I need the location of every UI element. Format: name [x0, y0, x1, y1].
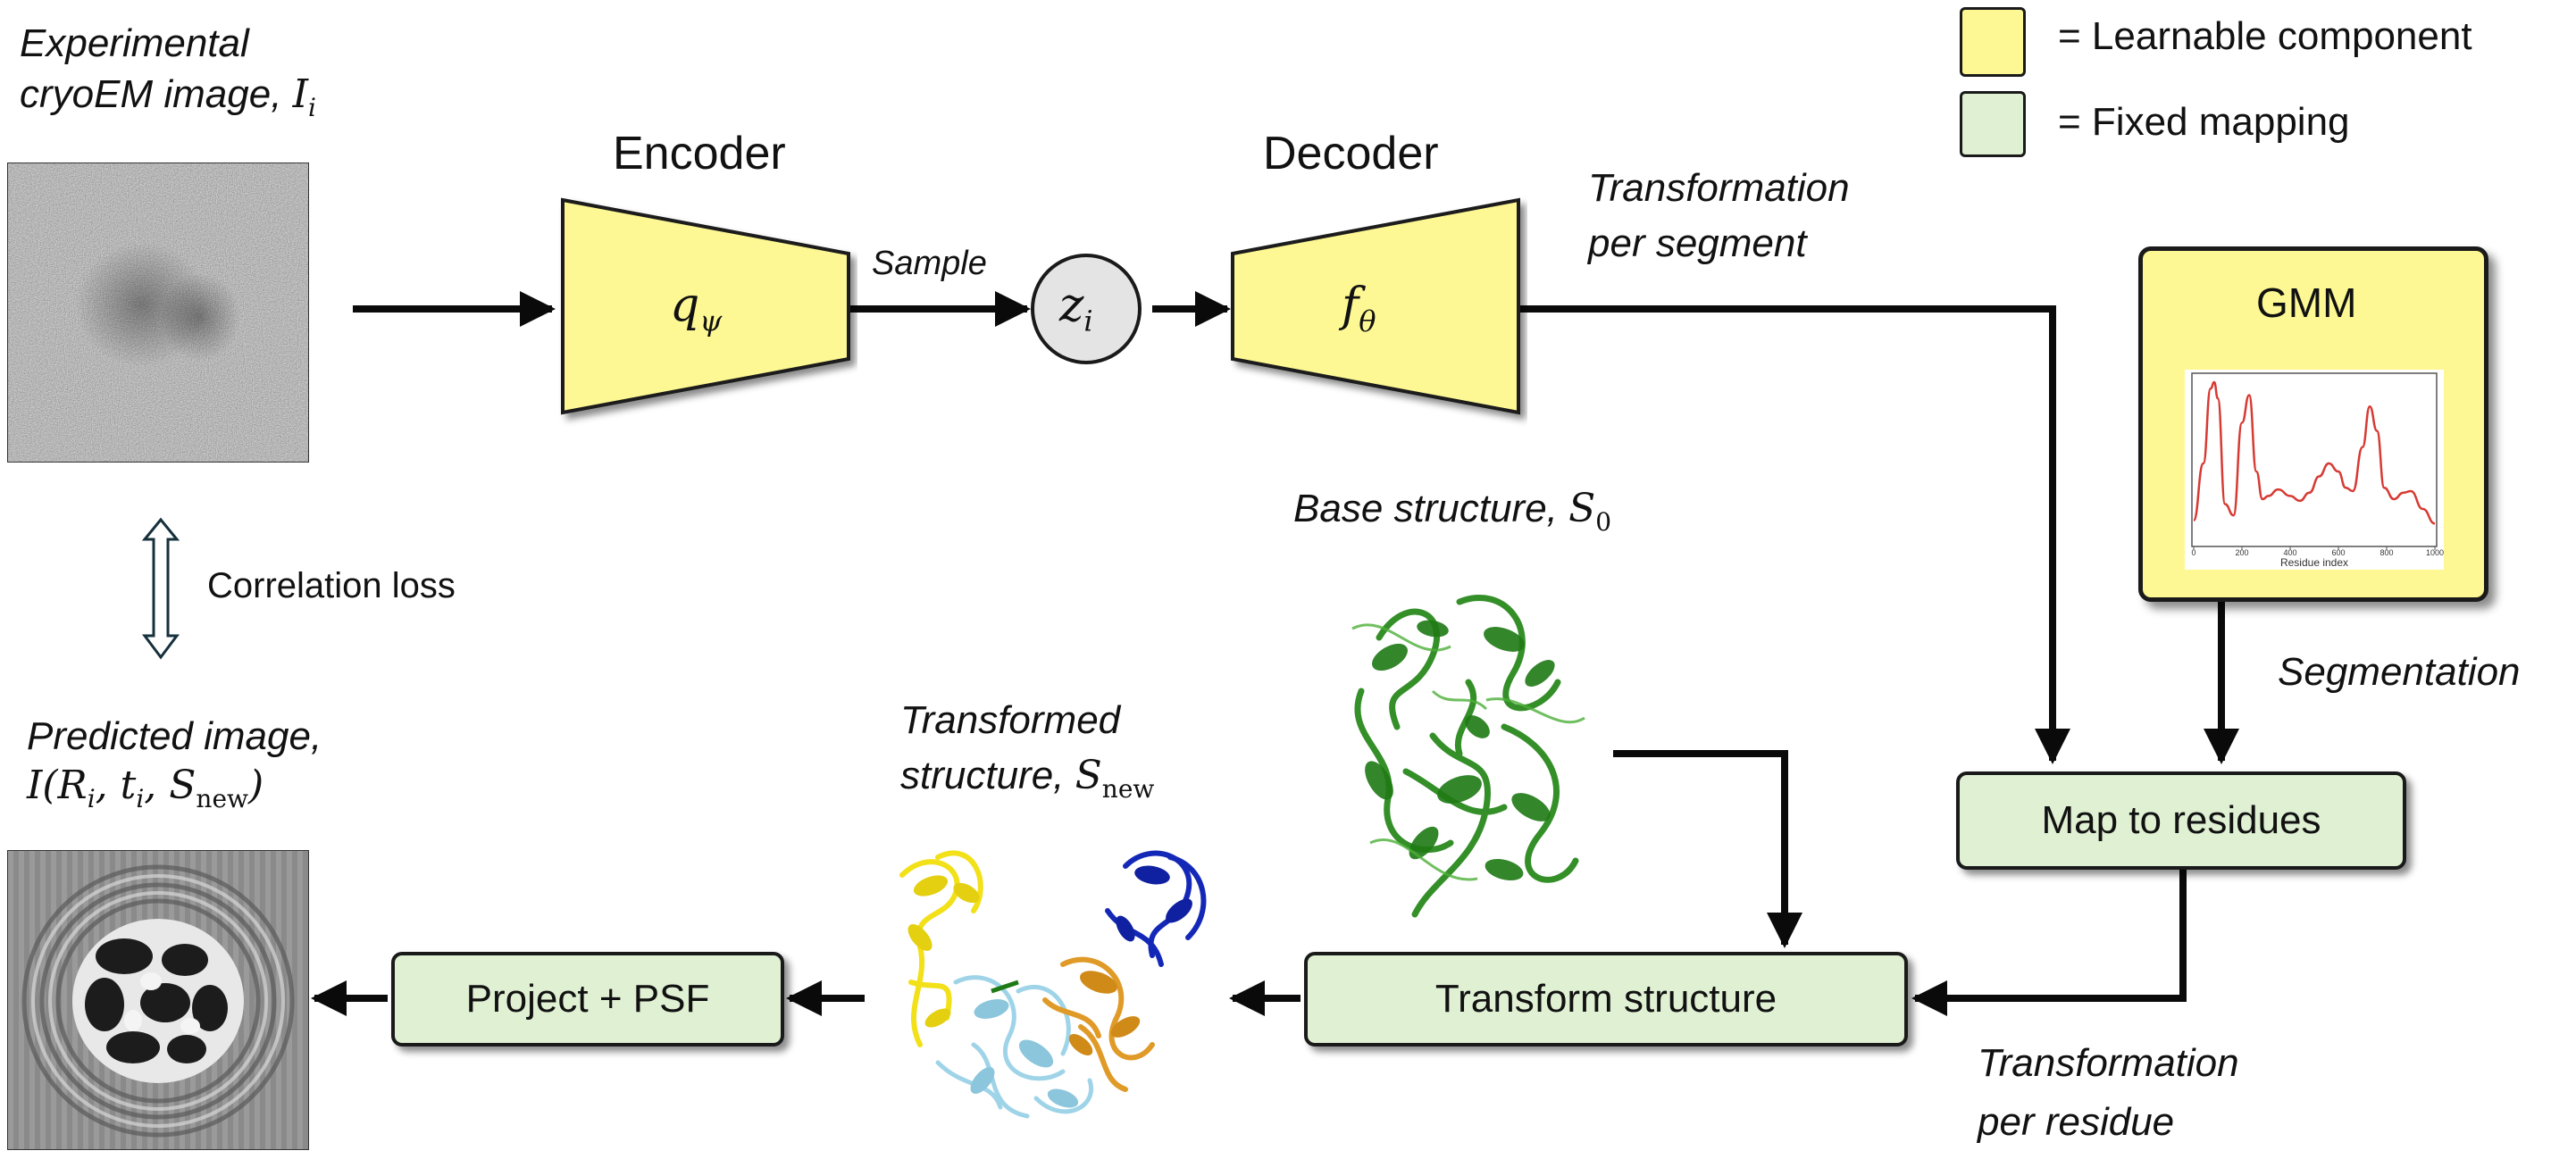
gmm-title: GMM: [2256, 279, 2357, 326]
gmm-curve: [2192, 380, 2436, 525]
segmentation-label: Segmentation: [2278, 650, 2521, 694]
decoder-title: Decoder: [1263, 128, 1439, 179]
transform-structure-label: Transform structure: [1434, 977, 1777, 1021]
gmm-x-tick-label: 200: [2235, 548, 2248, 557]
gmm-x-tick-label: 400: [2283, 548, 2296, 557]
experimental-image-title: Experimental cryoEM image, Ii: [20, 21, 316, 122]
base-structure-label: Base structure, S0: [1293, 486, 1612, 537]
predicted-image-title: Predicted image, I(Ri, ti, Snew): [27, 714, 322, 813]
gmm-x-tick-label: 0: [2191, 548, 2195, 557]
decoder-block: [1231, 197, 1520, 415]
transformation-per-residue-label: Transformation per residue: [1978, 1041, 2239, 1144]
legend-fixed-swatch: [1960, 91, 2026, 157]
gmm-x-tick-label: 800: [2379, 548, 2393, 557]
gmm-x-tick-label: 1000: [2426, 548, 2444, 557]
transformation-per-segment-label: Transformation per segment: [1588, 166, 1850, 265]
legend-learnable-swatch: [1960, 7, 2026, 77]
sample-label: Sample: [872, 245, 987, 282]
experimental-cryoem-image: [7, 163, 309, 463]
transformed-structure-label: Transformed structure, Snew: [900, 698, 1155, 804]
latent-symbol: zi: [1059, 279, 1093, 338]
arrow-base-to-transform: [1613, 750, 1802, 948]
correlation-loss-label: Correlation loss: [207, 566, 456, 605]
arrow-decoder-to-map: [1518, 305, 2070, 764]
gmm-plot: 0 200 400 600 800 1000 Residue index: [2185, 370, 2444, 570]
latent-node: [1031, 254, 1142, 364]
arrow-map-to-transform: [1911, 868, 2187, 1016]
decoder-symbol: fθ: [1342, 279, 1376, 338]
transformed-structure-render: [899, 850, 1207, 1119]
gmm-plot-frame: [2191, 372, 2438, 547]
project-psf-label: Project + PSF: [465, 977, 710, 1021]
gmm-x-axis-label: Residue index: [2280, 556, 2348, 569]
predicted-image: [7, 850, 309, 1150]
encoder-title: Encoder: [613, 128, 786, 179]
base-structure-render: [1351, 595, 1585, 918]
encoder-block: [561, 197, 850, 415]
encoder-symbol: qψ: [670, 279, 723, 338]
map-to-residues-label: Map to residues: [2041, 798, 2321, 842]
gmm-x-tick-label: 600: [2331, 548, 2345, 557]
project-psf-box: Project + PSF: [391, 952, 784, 1046]
transform-structure-box: Transform structure: [1304, 952, 1908, 1046]
map-to-residues-box: Map to residues: [1956, 771, 2406, 870]
legend-learnable-label: = Learnable component: [2058, 14, 2472, 58]
legend-fixed-label: = Fixed mapping: [2058, 100, 2350, 144]
correlation-double-arrow: [141, 517, 180, 660]
